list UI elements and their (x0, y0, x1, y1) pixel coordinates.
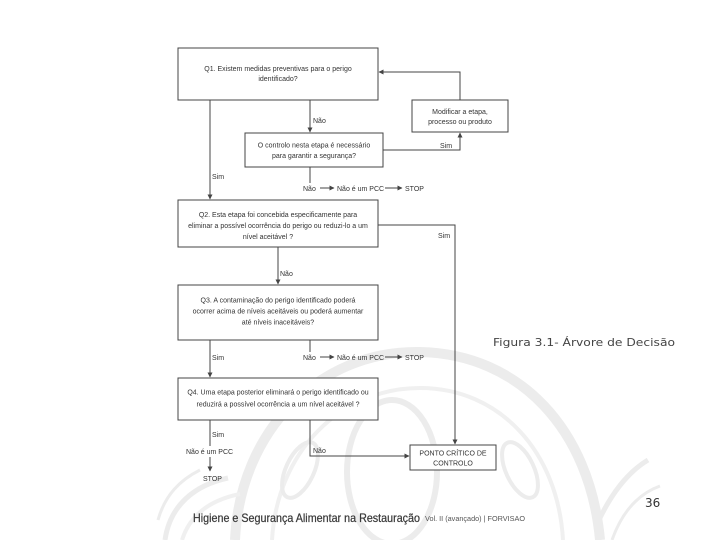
node-pcc-box (409, 444, 497, 471)
control-no-label: Não (303, 186, 316, 193)
node-modify-box (411, 99, 509, 133)
q3-no-stop: STOP (405, 355, 424, 362)
control-no-stop: STOP (405, 186, 424, 193)
node-q3: Q3. A contaminação do perigo identificad… (177, 284, 379, 341)
q4-yes-outcome: Não é um PCC (186, 449, 233, 456)
figure-caption: Figura 3.1- Árvore de Decisão (493, 336, 675, 349)
q1-yes-label: Sim (212, 174, 224, 181)
footer-title: Higiene e Segurança Alimentar na Restaur… (193, 511, 420, 525)
node-q1-box (177, 47, 379, 101)
node-q2-line-2: eliminar a possível ocorrência do perigo… (188, 223, 368, 230)
node-q3-line-2: ocorrer acima de níveis aceitáveis ou po… (193, 309, 364, 316)
node-q4-line-1: Q4. Uma etapa posterior eliminará o peri… (187, 390, 368, 397)
q3-no-outcome: Não é um PCC (337, 355, 384, 362)
node-q1: Q1. Existem medidas preventivas para o p… (177, 47, 379, 101)
footer-subtitle: Vol. II (avançado) | FORVISAO (425, 516, 526, 523)
node-q4-box (177, 377, 379, 421)
node-q2-line-1: Q2. Esta etapa foi concebida especificam… (199, 212, 357, 219)
q2-yes-label: Sim (438, 233, 450, 240)
connector-control-yes (383, 132, 463, 151)
watermark-decoration (156, 346, 661, 540)
node-control-line-2: para garantir a segurança? (272, 153, 356, 160)
node-q2: Q2. Esta etapa foi concebida especificam… (177, 199, 379, 248)
node-q2-line-3: nível aceitável ? (243, 234, 293, 241)
q4-yes-label: Sim (212, 432, 224, 439)
node-q3-box (177, 284, 379, 341)
node-modify-line-2: processo ou produto (428, 119, 492, 126)
q1-no-label: Não (313, 118, 326, 125)
node-q3-line-1: Q3. A contaminação do perigo identificad… (201, 298, 356, 305)
node-pcc-line-1: PONTO CRÍTICO DE (419, 449, 486, 458)
decision-tree-diagram: Q1. Existem medidas preventivas para o p… (177, 47, 509, 483)
node-q3-line-3: até níveis inaceitáveis? (242, 320, 314, 327)
q4-yes-stop: STOP (203, 476, 222, 483)
q2-no-label: Não (280, 271, 293, 278)
node-q4-line-2: reduzirá a possível ocorrência a um níve… (196, 402, 359, 409)
connector-modify-to-q1 (378, 69, 461, 100)
control-no-outcome: Não é um PCC (337, 186, 384, 193)
node-q1-line-1: Q1. Existem medidas preventivas para o p… (204, 66, 352, 73)
node-control-box (244, 132, 384, 168)
connector-q2-yes (378, 224, 458, 445)
node-control-line-1: O controlo nesta etapa é necessário (258, 143, 371, 150)
node-pcc-line-2: CONTROLO (433, 461, 473, 468)
page-number: 36 (645, 496, 660, 510)
control-yes-label: Sim (440, 143, 452, 150)
node-pcc: PONTO CRÍTICO DE CONTROLO (409, 444, 497, 471)
node-q4: Q4. Uma etapa posterior eliminará o peri… (177, 377, 379, 421)
connector-q4-no (309, 420, 410, 459)
q3-no-label: Não (303, 355, 316, 362)
node-modify: Modificar a etapa, processo ou produto (411, 99, 509, 133)
node-control: O controlo nesta etapa é necessário para… (244, 132, 384, 168)
node-q1-line-2: identificado? (258, 76, 297, 83)
q4-no-label: Não (313, 448, 326, 455)
node-q2-box (177, 199, 379, 248)
q3-yes-label: Sim (212, 355, 224, 362)
node-modify-line-1: Modificar a etapa, (432, 109, 488, 116)
